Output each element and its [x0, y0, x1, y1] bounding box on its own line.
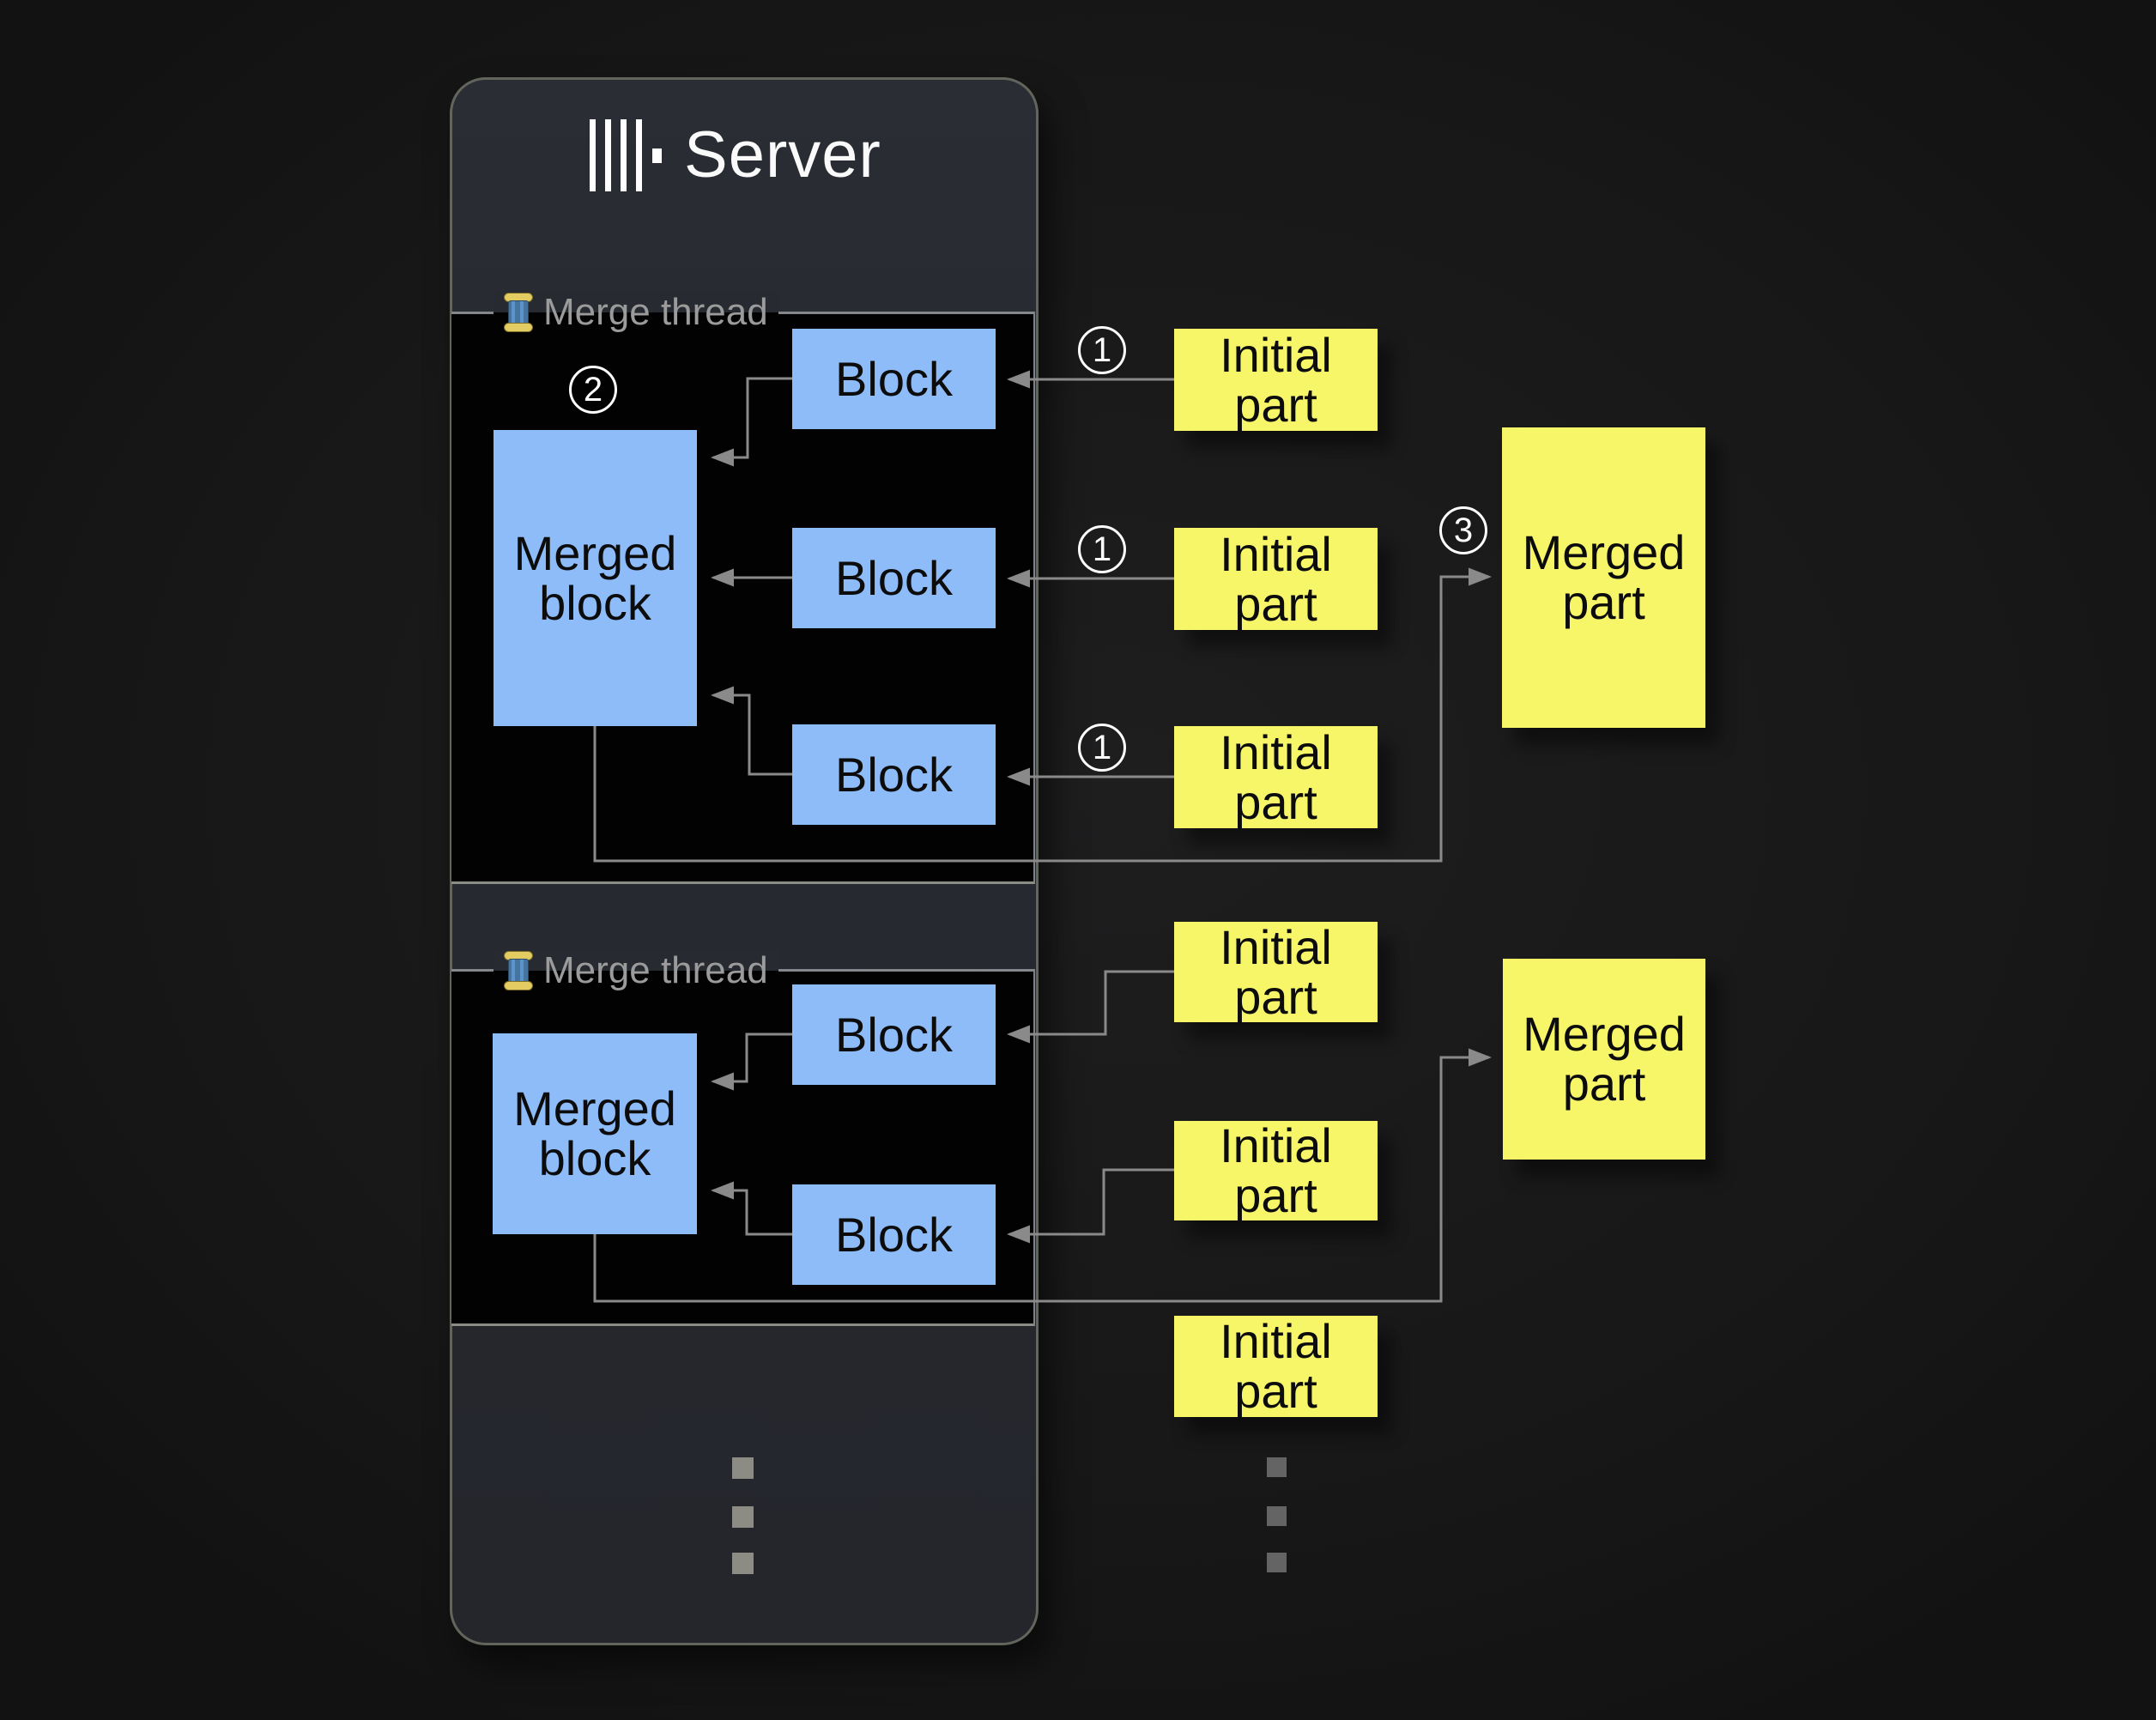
ellipsis-dot [1267, 1553, 1287, 1572]
clickhouse-logo-icon [590, 119, 662, 191]
merge-thread-label-text: Merge thread [543, 291, 768, 333]
ellipsis-dot [732, 1506, 754, 1528]
initial-part-6: Initial part [1174, 1316, 1378, 1417]
block-label: Block [835, 351, 953, 406]
block-label: Block [835, 550, 953, 605]
merged-block-label: Merged block [513, 1081, 676, 1185]
initial-part-label: Initial part [1220, 327, 1332, 432]
server-title: Server [684, 118, 881, 191]
initial-part-5: Initial part [1174, 1121, 1378, 1220]
initial-part-label: Initial part [1220, 1314, 1332, 1418]
initial-part-label: Initial part [1220, 919, 1332, 1024]
merged-block-label: Merged block [513, 525, 677, 630]
logo-bar [605, 119, 611, 191]
ellipsis-dot [1267, 1457, 1287, 1477]
step-badge-3: 3 [1439, 506, 1487, 554]
block-4: Block [792, 984, 996, 1085]
merged-part-label: Merged part [1523, 1007, 1686, 1111]
merge-thread-label-2: Merge thread [494, 949, 778, 991]
thread-spool-icon [504, 951, 533, 990]
ellipsis-dot [732, 1553, 754, 1574]
step-badge-1c: 1 [1078, 724, 1126, 772]
block-label: Block [835, 1007, 953, 1062]
merged-part-label: Merged part [1522, 525, 1686, 629]
logo-bar [590, 119, 596, 191]
merged-part-1: Merged part [1502, 427, 1705, 728]
block-label: Block [835, 1207, 953, 1262]
merge-thread-label-1: Merge thread [494, 291, 778, 333]
server-title-row: Server [590, 119, 881, 191]
merged-block-1: Merged block [494, 430, 697, 726]
block-3: Block [792, 724, 996, 825]
step-badge-1a: 1 [1078, 326, 1126, 374]
initial-part-label: Initial part [1220, 724, 1332, 829]
logo-bar [636, 119, 642, 191]
logo-dot [652, 148, 662, 163]
initial-part-3: Initial part [1174, 726, 1378, 828]
step-badge-2: 2 [569, 366, 617, 414]
merged-part-2: Merged part [1503, 959, 1705, 1160]
block-1: Block [792, 329, 996, 429]
ellipsis-dot [732, 1457, 754, 1479]
logo-bar [621, 119, 627, 191]
merge-thread-label-text: Merge thread [543, 949, 768, 991]
step-badge-1b: 1 [1078, 525, 1126, 573]
initial-part-1: Initial part [1174, 329, 1378, 431]
block-5: Block [792, 1184, 996, 1285]
merged-block-2: Merged block [493, 1033, 697, 1234]
ellipsis-dot [1267, 1506, 1287, 1526]
initial-part-2: Initial part [1174, 528, 1378, 630]
initial-part-4: Initial part [1174, 922, 1378, 1022]
block-label: Block [835, 747, 953, 802]
initial-part-label: Initial part [1220, 1118, 1332, 1222]
initial-part-label: Initial part [1220, 526, 1332, 631]
thread-spool-icon [504, 293, 533, 332]
block-2: Block [792, 528, 996, 628]
